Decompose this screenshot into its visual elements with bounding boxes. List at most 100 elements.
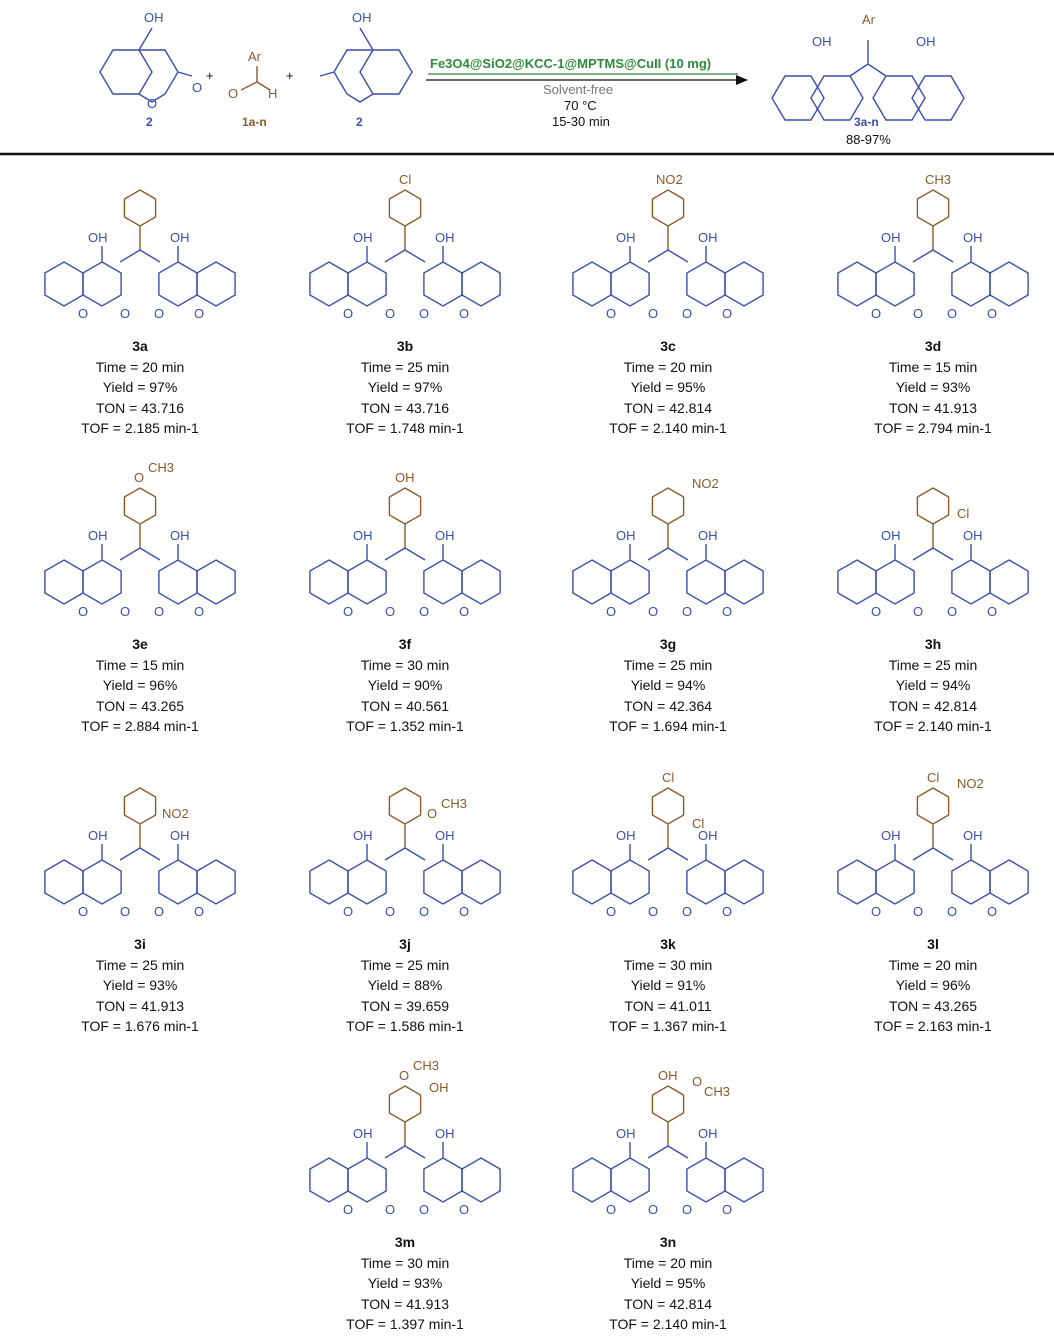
oh-label-right: OH [435, 528, 455, 543]
compound-yield: Yield = 94% [895, 677, 971, 693]
reactant-right-label: 2 [356, 115, 363, 129]
product-oh-left: OH [812, 34, 832, 49]
o-ring-right: O [722, 1202, 732, 1217]
o-carbonyl-left: O [120, 306, 130, 321]
o-carbonyl-label: O [192, 80, 202, 95]
compound-tof: TOF = 1.676 min-1 [81, 1018, 199, 1034]
compound-yield: Yield = 97% [367, 379, 443, 395]
oh-label-left: OH [88, 528, 108, 543]
o-methoxy-label: O [134, 470, 144, 485]
o-ring-left: O [78, 306, 88, 321]
oh-label-right: OH [963, 528, 983, 543]
compound-time: Time = 15 min [888, 358, 978, 375]
compound-time: Time = 25 min [360, 956, 450, 973]
compound-ton: TON = 42.364 [623, 697, 713, 714]
o-carbonyl-left: O [913, 604, 923, 619]
oh-aryl-label: OH [395, 470, 415, 485]
compound-id: 3h [924, 636, 942, 652]
oh-label-right: OH [352, 10, 372, 25]
cl-label: Cl [927, 770, 939, 785]
o-carbonyl-right: O [419, 604, 429, 619]
condition-temperature: 70 °C [564, 98, 597, 113]
compound-tof: TOF = 2.163 min-1 [874, 1018, 992, 1034]
oh-label-right: OH [698, 230, 718, 245]
o-carbonyl-right: O [154, 604, 164, 619]
compound-yield: Yield = 94% [630, 677, 706, 693]
compound-id: 3b [396, 338, 414, 354]
compound-ton: TON = 42.814 [623, 399, 713, 416]
o-carbonyl-right: O [947, 306, 957, 321]
compound-ton: TON = 39.659 [360, 997, 450, 1014]
compound-time: Time = 30 min [623, 956, 713, 973]
compound-yield: Yield = 88% [367, 977, 443, 993]
compound-tof: TOF = 2.140 min-1 [609, 1316, 727, 1332]
o-carbonyl-left: O [648, 604, 658, 619]
h-aldehyde-label: H [268, 86, 277, 101]
o-ring-right: O [722, 306, 732, 321]
no2-label: NO2 [656, 172, 683, 187]
cl-4-label: Cl [662, 770, 674, 785]
compound-id: 3l [927, 936, 939, 952]
compound-tof: TOF = 2.794 min-1 [874, 420, 992, 436]
compound-time: Time = 30 min [360, 656, 450, 673]
o-ring-right: O [194, 604, 204, 619]
oh-label-left: OH [353, 828, 373, 843]
compound-tof: TOF = 1.397 min-1 [346, 1316, 464, 1332]
oh-label-left: OH [616, 1126, 636, 1141]
o-carbonyl-left: O [120, 904, 130, 919]
o-carbonyl-left: O [648, 904, 658, 919]
compound-yield: Yield = 93% [367, 1275, 443, 1291]
compound-id: 3m [394, 1234, 416, 1250]
oh-label-left: OH [616, 528, 636, 543]
compound-ton: TON = 41.913 [360, 1295, 450, 1312]
compound-id: 3g [659, 636, 677, 652]
oh-label-right: OH [698, 828, 718, 843]
oh-label-right: OH [170, 528, 190, 543]
compound-id: 3n [659, 1234, 677, 1250]
oh-label-right: OH [435, 230, 455, 245]
reaction-scheme: OH O O 2 + Ar O H 1a-n + OH 2 Fe3O4@SiO2… [0, 10, 1054, 156]
product-ar-label: Ar [862, 12, 876, 27]
compound-id: 3e [132, 636, 148, 652]
o-ring-left: O [78, 904, 88, 919]
o-carbonyl-right: O [419, 904, 429, 919]
compound-ton: TON = 41.011 [624, 997, 712, 1014]
o-ring-right: O [459, 1202, 469, 1217]
o-ring-left: O [343, 1202, 353, 1217]
oh-label-left: OH [88, 230, 108, 245]
o-carbonyl-right: O [682, 604, 692, 619]
oh-label-left: OH [881, 230, 901, 245]
compound-ton: TON = 40.561 [360, 697, 450, 714]
o-ring-left: O [606, 1202, 616, 1217]
oh-aryl-label: OH [658, 1068, 678, 1083]
reactant-aldehyde: Ar O H [228, 49, 277, 101]
ch3-label: CH3 [704, 1084, 730, 1099]
compound-tof: TOF = 2.185 min-1 [81, 420, 199, 436]
o-carbonyl-left: O [120, 604, 130, 619]
o-methoxy-label: O [692, 1074, 702, 1089]
o-ring-left: O [343, 306, 353, 321]
compound-time: Time = 30 min [360, 1254, 450, 1271]
cl-label: Cl [957, 506, 969, 521]
compound-id: 3j [399, 936, 411, 952]
compound-tof: TOF = 2.884 min-1 [81, 718, 199, 734]
ar-label: Ar [248, 49, 262, 64]
o-aldehyde-label: O [228, 86, 238, 101]
compound-time: Time = 20 min [623, 1254, 713, 1271]
compound-tof: TOF = 2.140 min-1 [874, 718, 992, 734]
o-ring-left: O [343, 604, 353, 619]
compound-yield: Yield = 90% [367, 677, 443, 693]
o-carbonyl-left: O [385, 1202, 395, 1217]
oh-label-left: OH [353, 230, 373, 245]
o-carbonyl-left: O [385, 604, 395, 619]
compound-time: Time = 25 min [888, 656, 978, 673]
